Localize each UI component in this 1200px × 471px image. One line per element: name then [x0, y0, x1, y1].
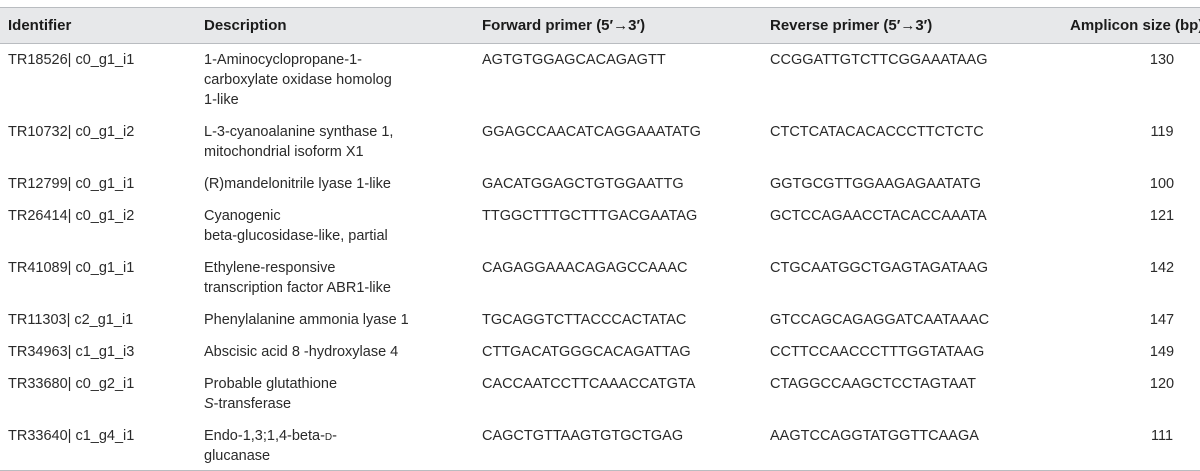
cell-description: 1-Aminocyclopropane-1- carboxylate oxidas… — [196, 44, 474, 117]
cell-amplicon-size: 130 — [1149, 52, 1175, 68]
cell-reverse-primer: CCTTCCAACCCTTTGGTATAAG — [770, 344, 985, 360]
description-line: L-3-cyanoalanine synthase 1, — [204, 124, 394, 140]
table-row: TR33640| c1_g4_i1 Endo-1,3;1,4-beta-d-glu… — [0, 420, 1200, 471]
cell-identifier: TR34963| c1_g1_i3 — [8, 344, 135, 360]
cell-identifier: TR33680| c0_g2_i1 — [8, 376, 135, 392]
header-identifier: Identifier — [8, 16, 72, 34]
cell-amplicon-size: 119 — [1150, 124, 1174, 140]
primer-table: Identifier Description Forward primer (5… — [0, 7, 1200, 471]
table-body: TR18526| c0_g1_i1 1-Aminocyclopropane-1- c… — [0, 44, 1200, 471]
header-reverse-primer: Reverse primer (5′→3′) — [770, 16, 933, 34]
cell-description: Phenylalanine ammonia lyase 1 — [196, 304, 474, 336]
description-line: 1-like — [204, 92, 239, 108]
table-header: Identifier Description Forward primer (5… — [0, 7, 1200, 44]
description-line: Phenylalanine ammonia lyase 1 — [204, 312, 409, 328]
cell-reverse-primer: AAGTCCAGGTATGGTTCAAGA — [770, 428, 979, 444]
table-row: TR34963| c1_g1_i3 Abscisic acid 8 -hydrox… — [0, 336, 1200, 368]
cell-amplicon-size: 120 — [1149, 376, 1175, 392]
description-line: S-transferase — [204, 396, 292, 412]
cell-amplicon-size: 142 — [1149, 260, 1175, 276]
cell-identifier: TR33640| c1_g4_i1 — [8, 428, 135, 444]
cell-amplicon-size: 100 — [1149, 176, 1175, 192]
cell-forward-primer: TGCAGGTCTTACCCACTATAC — [482, 312, 687, 328]
cell-description: Abscisic acid 8 -hydroxylase 4 — [196, 336, 474, 368]
cell-identifier: TR18526| c0_g1_i1 — [8, 52, 135, 68]
cell-reverse-primer: CTAGGCCAAGCTCCTAGTAAT — [770, 376, 976, 392]
cell-reverse-primer: CTCTCATACACACCCTTCTCTC — [770, 124, 984, 140]
description-line: (R)mandelonitrile lyase 1-like — [204, 176, 391, 192]
cell-amplicon-size: 111 — [1150, 428, 1174, 444]
cell-identifier: TR10732| c0_g1_i2 — [8, 124, 135, 140]
description-line: Abscisic acid 8 -hydroxylase 4 — [204, 344, 399, 360]
cell-identifier: TR26414| c0_g1_i2 — [8, 208, 135, 224]
table-row: TR12799| c0_g1_i1 (R)mandelonitrile lyase… — [0, 168, 1200, 200]
description-line: Ethylene-responsive — [204, 260, 336, 276]
cell-forward-primer: CAGAGGAAACAGAGCCAAAC — [482, 260, 688, 276]
cell-description: L-3-cyanoalanine synthase 1, mitochondria… — [196, 116, 474, 168]
cell-amplicon-size: 149 — [1149, 344, 1175, 360]
table-row: TR10732| c0_g1_i2 L-3-cyanoalanine syntha… — [0, 116, 1200, 168]
cell-forward-primer: CAGCTGTTAAGTGTGCTGAG — [482, 428, 684, 444]
cell-reverse-primer: CTGCAATGGCTGAGTAGATAAG — [770, 260, 989, 276]
cell-forward-primer: GACATGGAGCTGTGGAATTG — [482, 176, 684, 192]
cell-identifier: TR11303| c2_g1_i1 — [8, 312, 134, 328]
description-line: glucanase — [204, 448, 271, 464]
table-row: TR26414| c0_g1_i2 Cyanogenic beta-glucosid… — [0, 200, 1200, 252]
description-line: Probable glutathione — [204, 376, 338, 392]
table-row: TR18526| c0_g1_i1 1-Aminocyclopropane-1- c… — [0, 44, 1200, 117]
cell-identifier: TR41089| c0_g1_i1 — [8, 260, 135, 276]
cell-amplicon-size: 121 — [1149, 208, 1175, 224]
cell-reverse-primer: CCGGATTGTCTTCGGAAATAAG — [770, 52, 988, 68]
cell-forward-primer: AGTGTGGAGCACAGAGTT — [482, 52, 666, 68]
table-row: TR11303| c2_g1_i1 Phenylalanine ammonia l… — [0, 304, 1200, 336]
description-line: transcription factor ABR1-like — [204, 280, 391, 296]
description-line: Cyanogenic — [204, 208, 281, 224]
cell-identifier: TR12799| c0_g1_i1 — [8, 176, 135, 192]
description-line: beta-glucosidase-like, partial — [204, 228, 388, 244]
description-line: Endo-1,3;1,4-beta-d- — [204, 428, 337, 444]
header-row: Identifier Description Forward primer (5… — [0, 7, 1200, 44]
cell-forward-primer: GGAGCCAACATCAGGAAATATG — [482, 124, 701, 140]
cell-description: Endo-1,3;1,4-beta-d-glucanase — [196, 420, 474, 471]
description-line: mitochondrial isoform X1 — [204, 144, 364, 160]
cell-forward-primer: TTGGCTTTGCTTTGACGAATAG — [482, 208, 698, 224]
header-amplicon-size: Amplicon size (bp) — [1070, 16, 1200, 34]
description-line: carboxylate oxidase homolog — [204, 72, 392, 88]
cell-description: (R)mandelonitrile lyase 1-like — [196, 168, 474, 200]
cell-description: Cyanogenic beta-glucosidase-like, partial — [196, 200, 474, 252]
cell-reverse-primer: GTCCAGCAGAGGATCAATAAAC — [770, 312, 990, 328]
table-row: TR41089| c0_g1_i1 Ethylene-responsive tran… — [0, 252, 1200, 304]
cell-forward-primer: CACCAATCCTTCAAACCATGTA — [482, 376, 696, 392]
cell-forward-primer: CTTGACATGGGCACAGATTAG — [482, 344, 691, 360]
cell-reverse-primer: GCTCCAGAACCTACACCAAATA — [770, 208, 987, 224]
cell-description: Ethylene-responsive transcription factor … — [196, 252, 474, 304]
cell-reverse-primer: GGTGCGTTGGAAGAGAATATG — [770, 176, 982, 192]
header-forward-primer: Forward primer (5′→3′) — [482, 16, 646, 34]
header-description: Description — [204, 16, 287, 34]
description-line: 1-Aminocyclopropane-1- — [204, 52, 362, 68]
cell-amplicon-size: 147 — [1149, 312, 1175, 328]
